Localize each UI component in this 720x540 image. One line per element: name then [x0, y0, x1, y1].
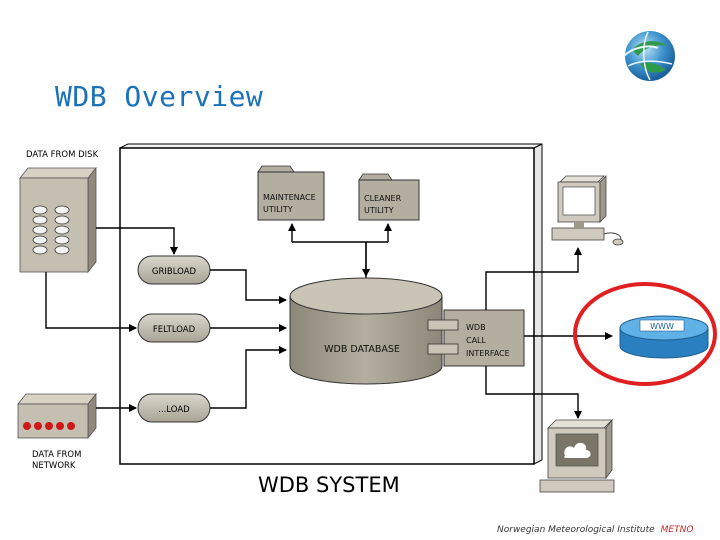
generic-load-box: ...LOAD [137, 393, 211, 423]
maintenance-label-1: MAINTENACE [263, 193, 316, 202]
arrow-interface-to-pc [485, 247, 582, 310]
www-label: WWW [650, 322, 674, 331]
call-interface-label-3: INTERFACE [466, 349, 510, 358]
cleaner-label-2: UTILITY [364, 206, 394, 215]
arrow-interface-to-terminal [485, 366, 582, 419]
maintenance-label-2: UTILITY [263, 205, 293, 214]
arrow-disk-to-gribload [96, 227, 178, 255]
generic-load-label: ...LOAD [158, 405, 190, 415]
data-from-disk-label: DATA FROM DISK [26, 150, 99, 160]
cleaner-label-1: CLEANER [364, 194, 402, 203]
arrow-disk-to-feltload [45, 272, 137, 332]
highlight-circle [573, 282, 717, 386]
gribload-label: GRIBLOAD [152, 267, 197, 277]
footer-institute: Norwegian Meteorological Institute [497, 525, 655, 535]
wdb-database-cylinder: WDB DATABASE [289, 277, 443, 385]
database-label: WDB DATABASE [324, 344, 400, 355]
call-interface-label-1: WDB [466, 323, 486, 332]
feltload-label: FELTLOAD [153, 325, 196, 335]
desktop-pc-icon [551, 175, 624, 246]
disk-server-icon [19, 166, 97, 274]
cleaner-utility-box: CLEANER UTILITY [358, 173, 420, 221]
terminal-icon [539, 418, 615, 493]
gribload-box: GRIBLOAD [137, 255, 211, 285]
call-interface-box: WDB CALL INTERFACE [427, 309, 525, 367]
arrow-load-to-db [210, 346, 287, 409]
feltload-box: FELTLOAD [137, 313, 211, 343]
data-from-network-label-1: DATA FROM [32, 450, 81, 460]
call-interface-label-2: CALL [466, 336, 487, 345]
www-router-icon: WWW [619, 315, 709, 359]
footer-brand: METNO [660, 525, 694, 535]
network-device-icon [17, 392, 97, 440]
footer: Norwegian Meteorological Institute METNO [497, 525, 693, 535]
maintenance-utility-box: MAINTENACE UTILITY [257, 165, 325, 221]
slide-title: WDB Overview [55, 80, 264, 113]
metno-globe-logo [623, 31, 675, 81]
data-from-network-label-2: NETWORK [32, 461, 76, 471]
arrow-gribload-to-db [210, 269, 287, 304]
wdb-system-label: WDB SYSTEM [258, 473, 400, 497]
